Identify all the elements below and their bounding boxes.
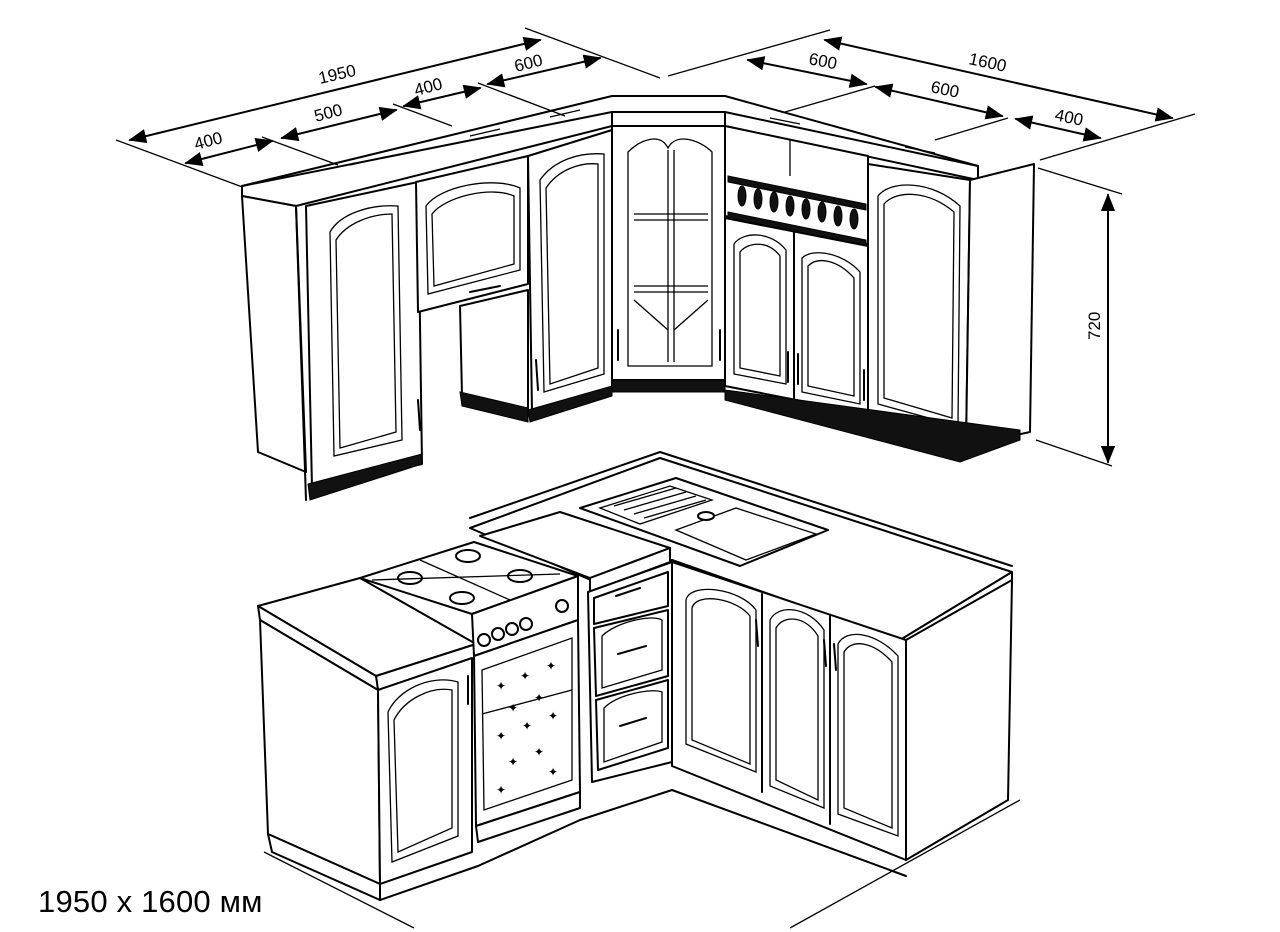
dim-720: 720 xyxy=(1085,312,1104,340)
dim-1600: 1600 xyxy=(967,49,1008,75)
svg-text:✦: ✦ xyxy=(508,755,518,769)
svg-text:✦: ✦ xyxy=(496,783,506,797)
svg-text:✦: ✦ xyxy=(520,669,530,683)
svg-text:✦: ✦ xyxy=(534,745,544,759)
svg-text:✦: ✦ xyxy=(522,719,532,733)
dim-400-mid: 400 xyxy=(412,74,444,100)
oven-pattern: ✦ ✦ ✦ ✦ ✦ ✦ ✦ ✦ ✦ ✦ ✦ ✦ xyxy=(496,659,558,797)
dim-1950: 1950 xyxy=(317,61,358,88)
balustrade xyxy=(737,185,859,230)
svg-text:✦: ✦ xyxy=(534,691,544,705)
size-caption: 1950 x 1600 мм xyxy=(38,884,263,919)
dim-500: 500 xyxy=(312,100,344,126)
dim-400-left: 400 xyxy=(192,128,224,154)
svg-text:✦: ✦ xyxy=(548,765,558,779)
dim-400-right: 400 xyxy=(1053,105,1085,129)
stove: ✦ ✦ ✦ ✦ ✦ ✦ ✦ ✦ ✦ ✦ ✦ ✦ xyxy=(359,541,581,843)
svg-text:✦: ✦ xyxy=(546,659,556,673)
svg-text:✦: ✦ xyxy=(496,679,506,693)
upper-cabinets xyxy=(241,95,1035,501)
dim-600-right-b: 600 xyxy=(929,77,961,101)
dim-600-right-a: 600 xyxy=(807,49,838,73)
svg-text:✦: ✦ xyxy=(548,709,558,723)
svg-text:✦: ✦ xyxy=(508,701,518,715)
svg-text:✦: ✦ xyxy=(496,729,506,743)
sink xyxy=(579,477,829,567)
base-cabinets: ✦ ✦ ✦ ✦ ✦ ✦ ✦ ✦ ✦ ✦ ✦ ✦ xyxy=(257,451,1021,929)
